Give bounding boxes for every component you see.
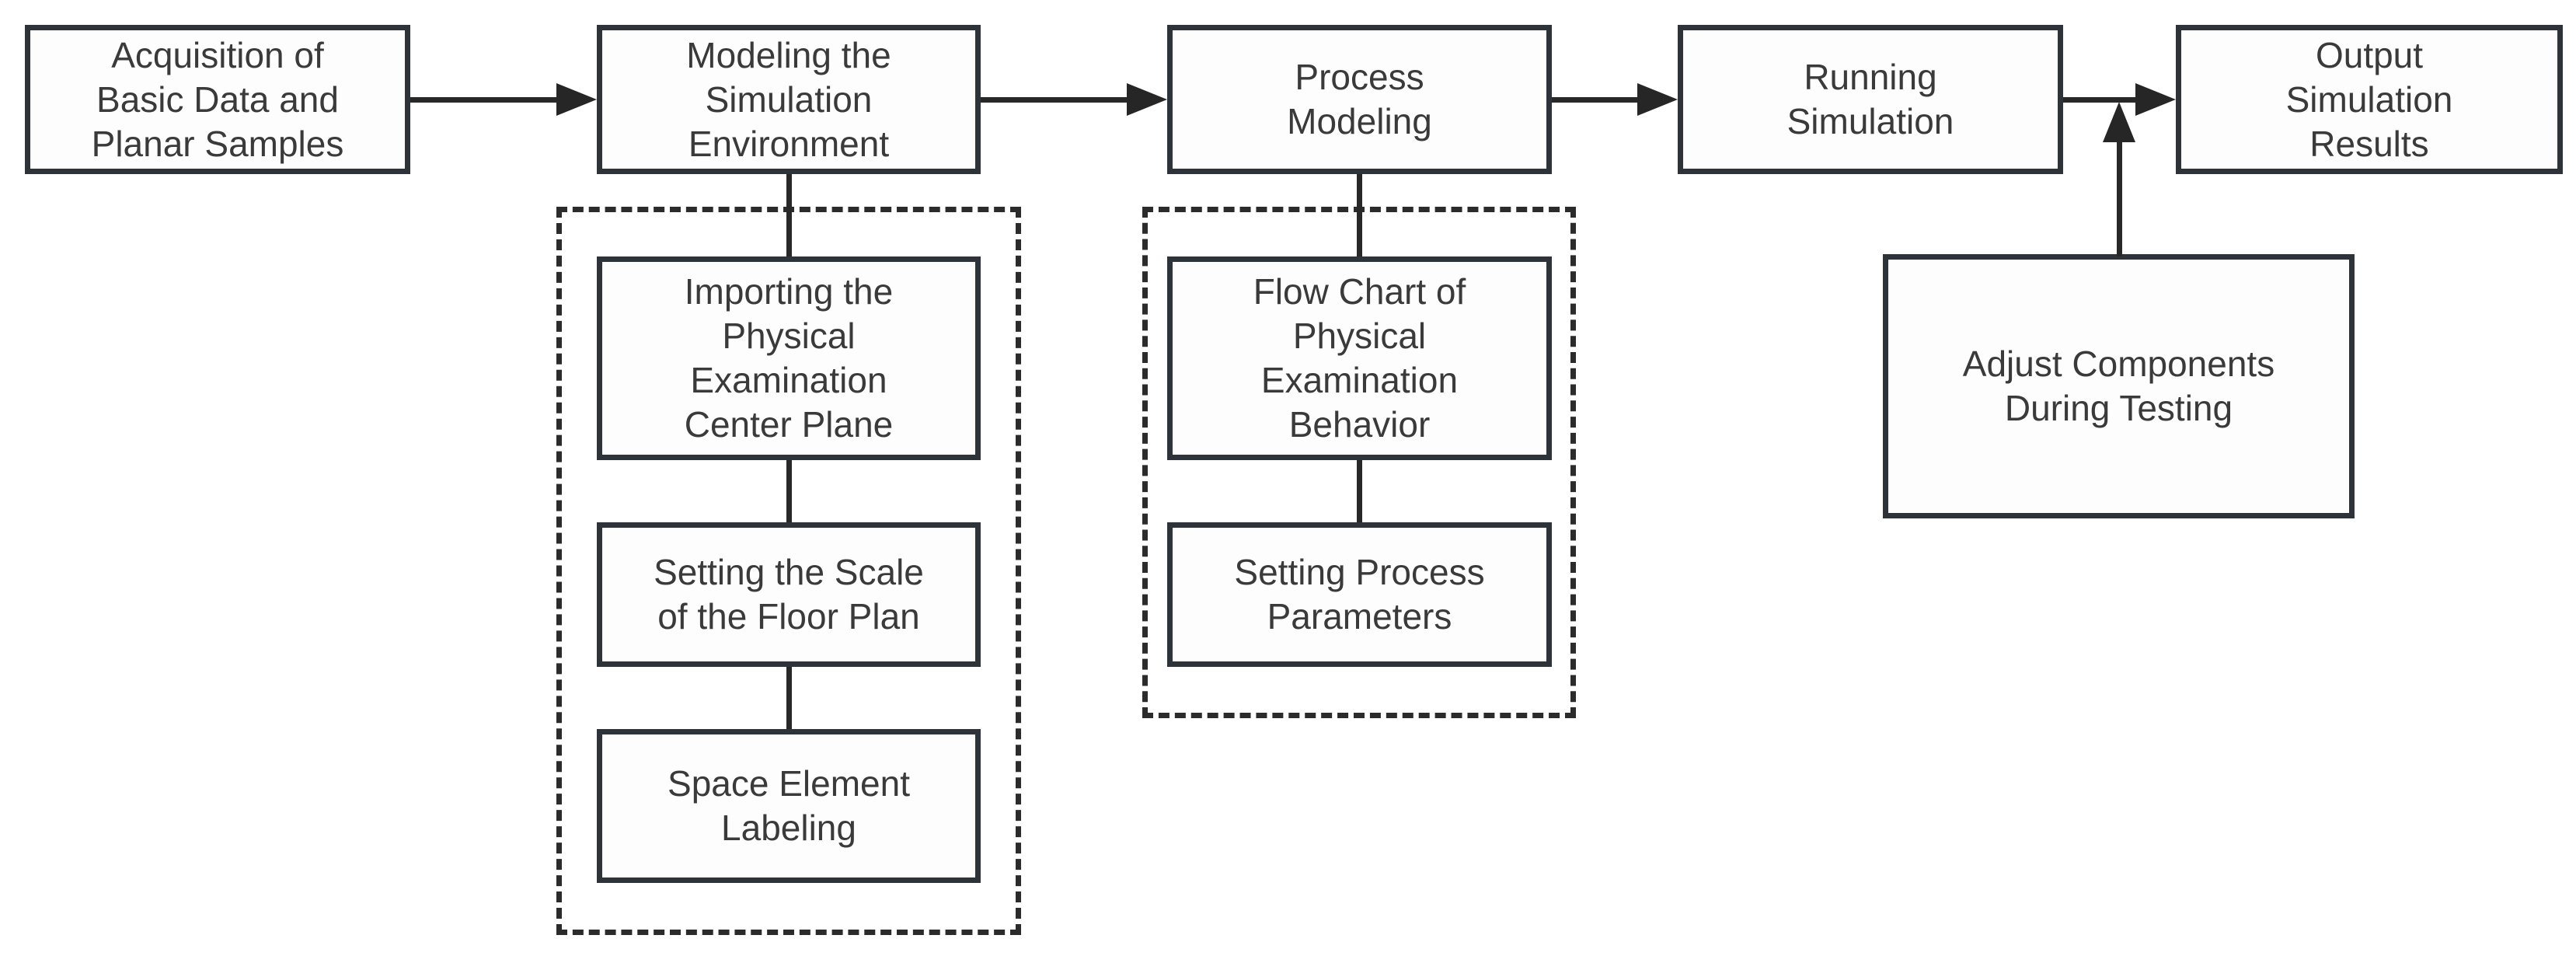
connector-process-to-running (1552, 97, 1645, 103)
node-importing-center-plane: Importing the Physical Examination Cente… (597, 256, 981, 460)
connector-importing-to-scale (786, 457, 792, 525)
node-output-simulation-results: Output Simulation Results (2176, 25, 2563, 174)
connector-flowchart-to-parameters (1357, 457, 1362, 525)
connector-modeling-to-process (981, 97, 1136, 103)
node-setting-process-parameters: Setting Process Parameters (1167, 522, 1552, 667)
node-examination-behavior-flowchart: Flow Chart of Physical Examination Behav… (1167, 256, 1552, 460)
connector-running-to-output (2063, 97, 2143, 103)
arrowhead-up-icon (2103, 102, 2135, 142)
node-modeling-simulation-environment: Modeling the Simulation Environment (597, 25, 981, 174)
arrowhead-right-icon (2135, 83, 2176, 116)
connector-process-to-flowchart (1357, 174, 1362, 260)
arrowhead-right-icon (1637, 83, 1678, 116)
node-setting-floor-plan-scale: Setting the Scale of the Floor Plan (597, 522, 981, 667)
node-process-modeling: Process Modeling (1167, 25, 1552, 174)
arrowhead-right-icon (556, 83, 597, 116)
arrowhead-right-icon (1127, 83, 1167, 116)
node-running-simulation: Running Simulation (1678, 25, 2063, 174)
connector-modeling-to-importing (786, 174, 792, 260)
connector-adjust-to-output-arrow (2117, 140, 2122, 256)
node-adjust-components-during-testing: Adjust Components During Testing (1883, 254, 2355, 518)
connector-scale-to-labeling (786, 664, 792, 732)
node-acquisition-basic-data: Acquisition of Basic Data and Planar Sam… (25, 25, 410, 174)
connector-acquisition-to-modeling (410, 97, 566, 103)
node-space-element-labeling: Space Element Labeling (597, 729, 981, 883)
